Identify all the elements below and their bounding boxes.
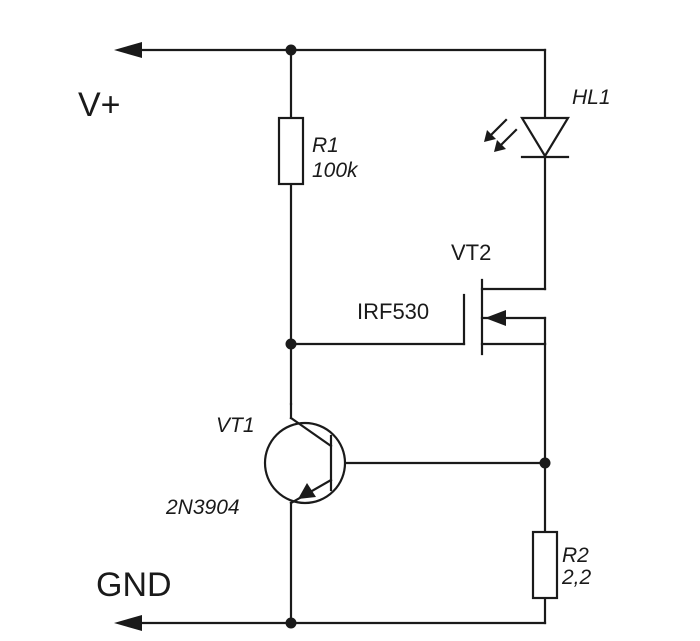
- supply-rail: [114, 42, 547, 120]
- vt1-ref-label: VT1: [216, 414, 255, 437]
- junction-dots: [285, 44, 551, 629]
- mosfet-vt2: [462, 278, 547, 356]
- right-branch-wires: [329, 342, 547, 625]
- r2-value-label: 2,2: [561, 566, 592, 589]
- vt2-part-label: IRF530: [357, 299, 429, 324]
- emitter-arrow-icon: [298, 483, 316, 499]
- led-hl1: [484, 116, 570, 291]
- ground-rail: [114, 615, 547, 631]
- r1-ref-label: R1: [312, 134, 339, 157]
- vt2-ref-label: VT2: [451, 240, 491, 265]
- r1-value-label: 100k: [312, 159, 359, 182]
- light-emission-icon: [484, 118, 518, 152]
- resistor-r2: [531, 530, 559, 600]
- left-branch-wires: [289, 48, 466, 625]
- ground-arrow-icon: [114, 615, 142, 631]
- r2-ref-label: R2: [562, 544, 589, 567]
- ground-label: GND: [96, 566, 172, 604]
- transistor-vt1: [263, 402, 347, 505]
- vt1-part-label: 2N3904: [165, 496, 240, 519]
- hl1-ref-label: HL1: [572, 86, 611, 109]
- mosfet-channel-arrow-icon: [485, 310, 506, 326]
- supply-label: V+: [78, 86, 121, 124]
- resistor-r1: [277, 116, 305, 186]
- supply-arrow-icon: [114, 42, 142, 58]
